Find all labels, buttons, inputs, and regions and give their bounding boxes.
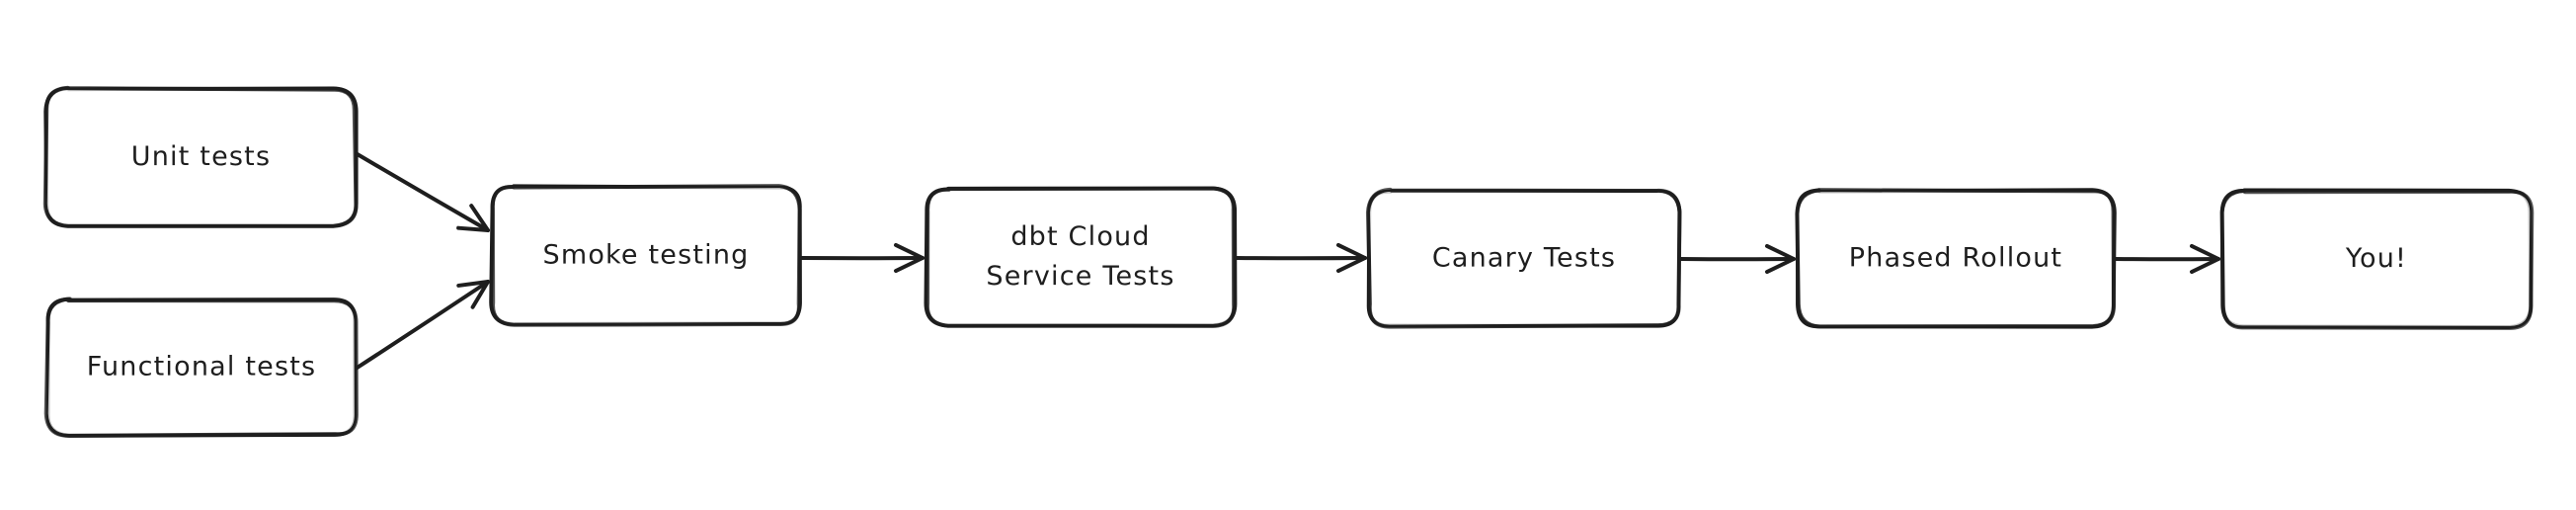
node-border	[1365, 187, 1682, 329]
node-label-line: Service Tests	[986, 261, 1174, 292]
node-smoke-testing[interactable]: Smoke testing	[489, 184, 802, 327]
node-unit-tests[interactable]: Unit tests	[42, 85, 359, 229]
edge-dbt-cloud-service-tests-to-canary-tests	[1234, 242, 1367, 274]
node-you[interactable]: You!	[2219, 188, 2535, 330]
node-phased-rollout[interactable]: Phased Rollout	[1795, 188, 2117, 329]
node-border	[490, 184, 802, 327]
edge-smoke-testing-to-dbt-cloud-service-tests	[799, 242, 925, 274]
node-label-line: Smoke testing	[542, 239, 749, 270]
edge-unit-tests-to-smoke-testing	[354, 151, 490, 232]
node-label: You!	[2345, 243, 2407, 274]
node-label-line: dbt Cloud	[1010, 221, 1150, 252]
edge-phased-rollout-to-you	[2113, 243, 2220, 275]
node-label-line: You!	[2345, 243, 2407, 274]
node-label-line: Canary Tests	[1432, 242, 1616, 273]
node-border	[43, 297, 359, 438]
node-canary-tests[interactable]: Canary Tests	[1365, 187, 1682, 329]
node-label-line: Phased Rollout	[1849, 242, 2062, 273]
node-border	[925, 186, 1237, 328]
node-border	[1795, 188, 2116, 329]
node-label: Smoke testing	[542, 239, 749, 270]
arrowhead-icon	[1764, 243, 1796, 275]
node-label: Phased Rollout	[1849, 242, 2062, 273]
node-border	[2219, 189, 2535, 330]
arrowhead-icon	[893, 242, 925, 274]
edge-line	[354, 151, 490, 232]
arrowhead-icon	[456, 280, 490, 309]
arrowhead-icon	[1335, 242, 1367, 274]
node-label: Canary Tests	[1432, 242, 1616, 273]
edges-layer	[354, 151, 2220, 371]
node-label: Unit tests	[131, 141, 271, 172]
edge-line	[354, 280, 490, 371]
edge-canary-tests-to-phased-rollout	[1678, 243, 1796, 275]
arrowhead-icon	[2189, 243, 2220, 275]
edge-functional-tests-to-smoke-testing	[354, 280, 490, 371]
node-label-line: Functional tests	[87, 351, 317, 382]
node-border	[42, 85, 359, 229]
node-functional-tests[interactable]: Functional tests	[43, 297, 359, 438]
node-label: Functional tests	[87, 351, 317, 382]
arrowhead-icon	[456, 204, 490, 232]
node-label-line: Unit tests	[131, 141, 271, 172]
